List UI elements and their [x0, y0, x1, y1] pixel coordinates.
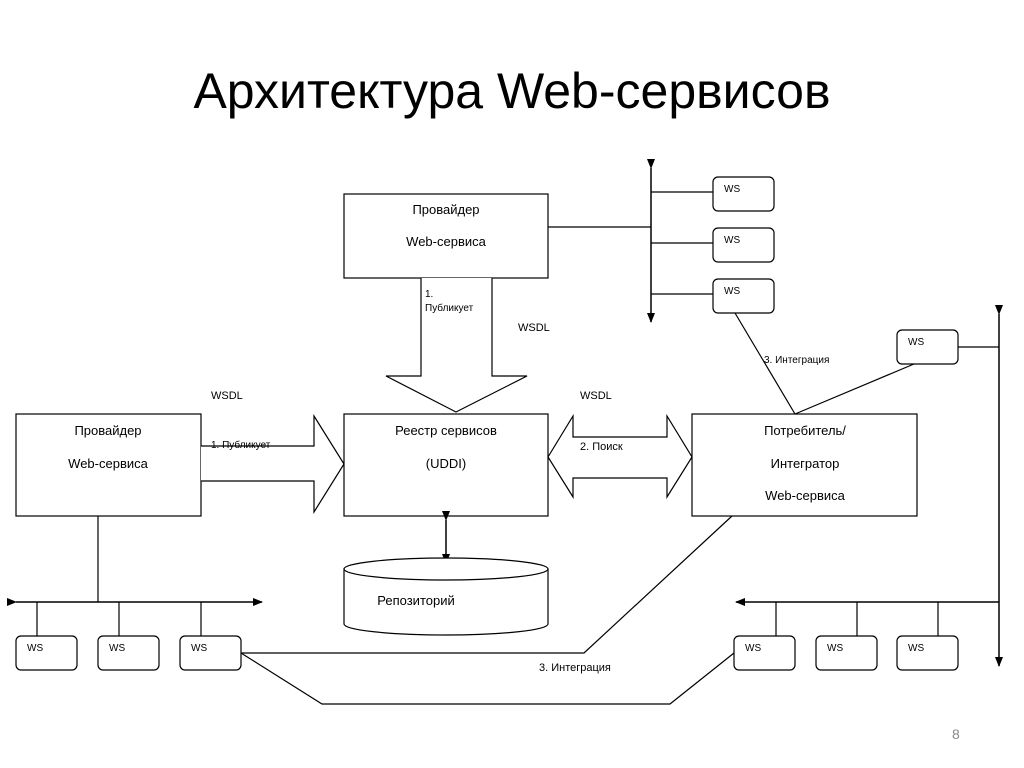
publish-top-label-2: Публикует — [425, 302, 474, 314]
wsdl-top-label: WSDL — [518, 322, 550, 334]
ws-label: WS — [724, 286, 740, 297]
ws-box-top-3 — [712, 278, 775, 314]
ws-label: WS — [27, 643, 43, 654]
publish-right-arrow — [201, 413, 345, 515]
registry-line1: Реестр сервисов — [395, 423, 497, 438]
ws-label: WS — [191, 643, 207, 654]
provider-top-box — [343, 193, 549, 279]
integration-line-bottom-b — [240, 652, 735, 705]
ws-box-right-3 — [896, 635, 959, 671]
ws-label: WS — [724, 184, 740, 195]
page-title: Архитектура Web-сервисов — [193, 63, 831, 119]
consumer-line1: Потребитель/ — [764, 423, 846, 438]
integration-line-top-a — [734, 312, 796, 415]
provider-left-box — [15, 413, 202, 517]
wsdl-left-label: WSDL — [211, 390, 243, 402]
repository-cylinder — [343, 557, 549, 636]
publish-down-arrow — [385, 278, 528, 413]
ws-box-top-2 — [712, 227, 775, 263]
ws-label: WS — [745, 643, 761, 654]
consumer-box — [691, 413, 918, 517]
ws-label: WS — [908, 643, 924, 654]
consumer-line3: Web-сервиса — [765, 488, 845, 503]
wsdl-right-label: WSDL — [580, 390, 612, 402]
ws-box-left-3 — [179, 635, 242, 671]
integration-top-label: 3. Интеграция — [764, 355, 829, 366]
provider-left-line2: Web-сервиса — [68, 456, 148, 471]
integration-line-bottom-a — [241, 515, 733, 654]
ws-box-top-1 — [712, 176, 775, 212]
repository-label: Репозиторий — [377, 593, 454, 608]
ws-label: WS — [109, 643, 125, 654]
registry-line2: (UDDI) — [426, 456, 466, 471]
ws-label: WS — [724, 235, 740, 246]
integration-bottom-label: 3. Интеграция — [539, 662, 611, 674]
ws-box-right-top — [896, 329, 959, 365]
search-double-arrow — [547, 413, 693, 500]
ws-label: WS — [827, 643, 843, 654]
ws-box-right-2 — [815, 635, 878, 671]
publish-top-label-1: 1. — [425, 289, 433, 300]
provider-left-line1: Провайдер — [74, 423, 141, 438]
page-number: 8 — [952, 726, 960, 742]
integration-line-top-b — [794, 363, 915, 415]
registry-box — [343, 413, 549, 517]
ws-box-left-1 — [15, 635, 78, 671]
provider-top-line1: Провайдер — [412, 202, 479, 217]
provider-top-line2: Web-сервиса — [406, 234, 486, 249]
ws-box-right-1 — [733, 635, 796, 671]
search-label: 2. Поиск — [580, 441, 623, 453]
consumer-line2: Интегратор — [771, 456, 840, 471]
ws-label: WS — [908, 337, 924, 348]
ws-box-left-2 — [97, 635, 160, 671]
publish-left-label: 1. Публикует — [211, 439, 271, 451]
